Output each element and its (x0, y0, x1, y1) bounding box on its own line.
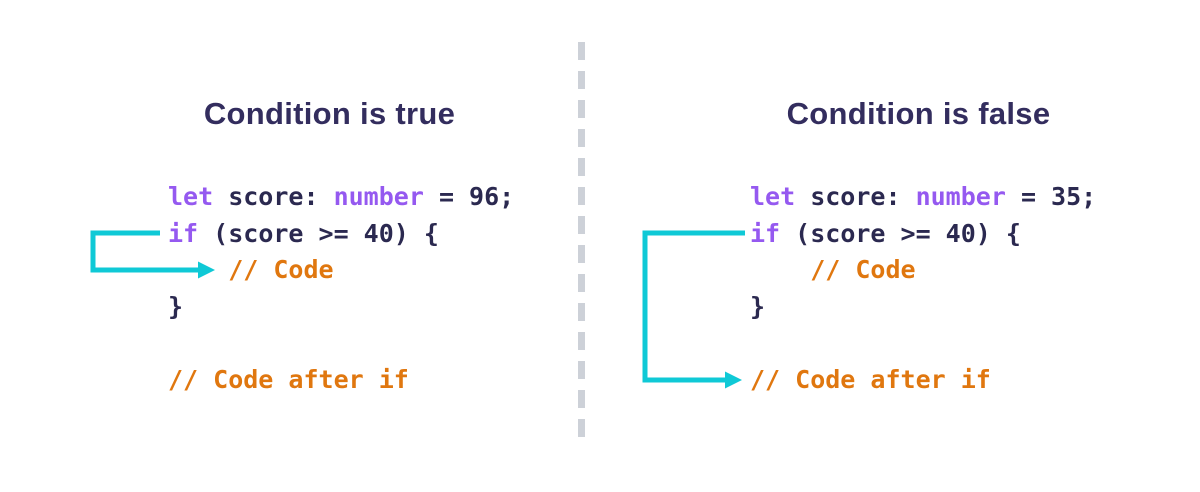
code-block: let score: number = 35;if (score >= 40) … (750, 179, 1096, 398)
code-line: // Code after if (750, 362, 1096, 399)
code-token-keyword: if (750, 218, 781, 248)
arrowhead-icon (725, 371, 742, 389)
code-line (750, 325, 1096, 362)
arrow-line (90, 230, 199, 273)
code-token-keyword: let (750, 182, 796, 211)
code-line: // Code (750, 252, 1096, 289)
code-token-comment: // Code (228, 255, 334, 284)
code-token-comment: // Code (810, 255, 916, 284)
code-token-code: = 35; (1005, 182, 1097, 211)
code-token-code: (score >= 40) { (780, 218, 1021, 248)
flow-arrow-false-branch (642, 230, 745, 389)
panel-condition-true: Condition is true let score: number = 96… (102, 0, 557, 492)
code-line: // Code after if (168, 362, 514, 399)
arrow-line (642, 230, 745, 383)
panel-title: Condition is true (203, 96, 456, 131)
code-token-keyword: number (915, 182, 1006, 211)
code-token-comment: // Code after if (750, 364, 991, 394)
panel-condition-false: Condition is false let score: number = 3… (691, 0, 1146, 492)
code-line: } (168, 289, 514, 326)
code-line (168, 325, 514, 362)
code-token-keyword: number (333, 182, 424, 211)
flow-arrow-true-branch (90, 230, 215, 279)
arrowhead-icon (198, 261, 215, 279)
code-token-keyword: if (168, 218, 199, 248)
code-token-code: score: (213, 182, 334, 211)
code-token-code: score: (795, 182, 916, 211)
panel-title: Condition is false (786, 96, 1051, 131)
code-token-code: } (168, 291, 184, 321)
code-line: if (score >= 40) { (168, 216, 514, 253)
code-line: } (750, 289, 1096, 326)
code-line: // Code (168, 252, 514, 289)
code-token-keyword: let (168, 182, 214, 211)
code-line: let score: number = 35; (750, 179, 1096, 216)
code-token-code (750, 255, 810, 284)
code-line: let score: number = 96; (168, 179, 514, 216)
code-token-code: (score >= 40) { (198, 218, 439, 248)
code-token-code (168, 255, 228, 284)
code-block: let score: number = 96;if (score >= 40) … (168, 179, 514, 398)
code-line: if (score >= 40) { (750, 216, 1096, 253)
code-token-code: = 96; (423, 182, 515, 211)
code-token-code: } (750, 291, 766, 321)
code-token-comment: // Code after if (168, 364, 409, 394)
